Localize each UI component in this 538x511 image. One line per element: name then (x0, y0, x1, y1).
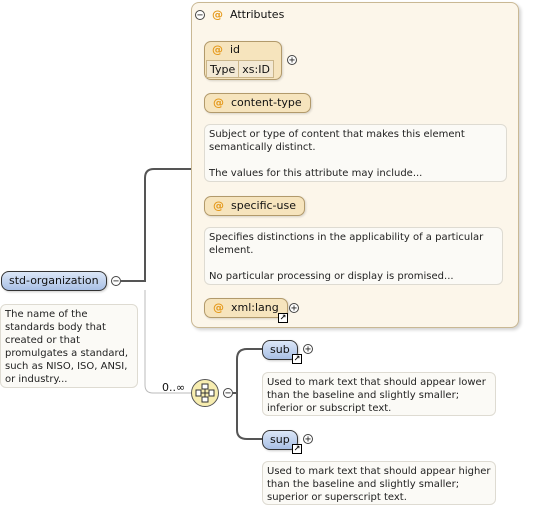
shortcut-arrow-icon: ↗ (278, 313, 288, 323)
specific-use-doc: Specifies distinctions in the applicabil… (204, 227, 503, 285)
at-icon: @ (213, 199, 224, 212)
expand-sub-icon[interactable]: + (303, 344, 313, 355)
element-sup[interactable]: sup (262, 430, 298, 450)
attribute-id[interactable]: @ id Type xs:ID (204, 41, 282, 80)
attributes-title: Attributes (230, 8, 285, 21)
type-value: xs:ID (238, 60, 274, 78)
attribute-id-label: id (230, 43, 241, 56)
expand-xml-lang-icon[interactable]: + (289, 303, 299, 314)
content-type-doc: Subject or type of content that makes th… (204, 124, 507, 182)
attribute-id-type-table: Type xs:ID (205, 60, 274, 78)
choice-icon (195, 383, 215, 403)
sub-doc: Used to mark text that should appear low… (262, 372, 496, 416)
choice-compositor[interactable] (191, 379, 219, 407)
attribute-xml-lang-label: xml:lang (231, 301, 279, 314)
collapse-attributes-icon[interactable]: − (195, 10, 205, 21)
attribute-content-type-label: content-type (231, 96, 302, 109)
at-icon: @ (213, 301, 224, 314)
at-icon: @ (212, 43, 223, 56)
attribute-specific-use-label: specific-use (231, 199, 297, 212)
attribute-specific-use[interactable]: @ specific-use (204, 196, 306, 216)
attribute-xml-lang[interactable]: @ xml:lang (204, 298, 288, 318)
shortcut-arrow-icon: ↗ (292, 354, 302, 364)
at-icon: @ (213, 96, 224, 109)
element-std-organization[interactable]: std-organization (1, 271, 107, 291)
element-sub[interactable]: sub (262, 340, 298, 360)
collapse-choice-icon[interactable]: − (223, 388, 233, 399)
collapse-std-organization-icon[interactable]: − (111, 276, 121, 287)
attributes-header: @ Attributes (212, 8, 284, 21)
expand-sup-icon[interactable]: + (303, 434, 313, 445)
std-organization-doc: The name of the standards body that crea… (0, 304, 138, 388)
sup-doc: Used to mark text that should appear hig… (262, 461, 496, 505)
attribute-content-type[interactable]: @ content-type (204, 93, 311, 113)
choice-cardinality: 0..∞ (162, 381, 186, 394)
type-label: Type (205, 60, 240, 78)
expand-id-icon[interactable]: + (287, 55, 297, 66)
at-icon: @ (212, 8, 223, 21)
shortcut-arrow-icon: ↗ (292, 444, 302, 454)
